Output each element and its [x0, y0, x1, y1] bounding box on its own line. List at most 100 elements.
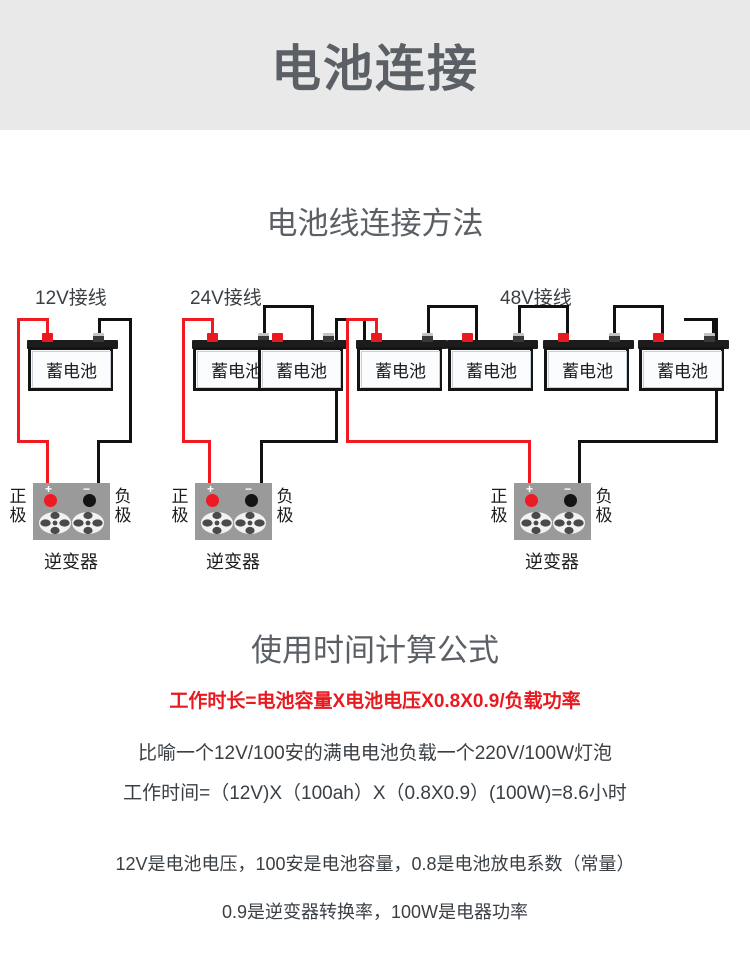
battery-negative-terminal	[323, 333, 334, 342]
battery-label: 蓄电池	[276, 362, 327, 381]
wire-24v-positive-top	[182, 318, 212, 321]
battery-positive-terminal	[371, 333, 382, 342]
battery-label-box: 蓄电池	[262, 351, 341, 388]
battery-label-box: 蓄电池	[452, 351, 531, 388]
battery-negative-terminal	[93, 333, 104, 342]
inverter-minus-sign: −	[564, 482, 572, 496]
formula-calculation: 工作时间=（12V)X（100ah）X（0.8X0.9）(100W)=8.6小时	[123, 783, 627, 804]
wire-12v-negative-right	[129, 318, 132, 440]
inverter-positive-port	[206, 494, 219, 507]
wire-24v-jumper-left	[263, 305, 266, 340]
battery-label: 蓄电池	[211, 362, 262, 381]
battery-48v-3: 蓄电池	[543, 332, 634, 392]
wire-48v-positive-bottom	[346, 440, 528, 443]
negative-pole-label-24v: 负极	[276, 487, 294, 525]
page-title: 电池连接	[271, 41, 479, 97]
group-label-12v: 12V接线	[35, 288, 107, 309]
wire-48v-jumper3-top	[613, 305, 661, 308]
inverter-caption-24v: 逆变器	[206, 552, 260, 572]
fan-icon	[520, 511, 552, 535]
battery-48v-1: 蓄电池	[356, 332, 447, 392]
battery-label: 蓄电池	[657, 362, 708, 381]
wire-48v-positive-left	[346, 318, 349, 440]
inverter-negative-port	[245, 494, 258, 507]
wire-48v-jumper1-top	[427, 305, 475, 308]
battery-label: 蓄电池	[375, 362, 426, 381]
battery-positive-terminal	[272, 333, 283, 342]
inverter-caption-48v: 逆变器	[525, 552, 579, 572]
wire-48v-jumper2-top	[518, 305, 566, 308]
formula-note-2: 0.9是逆变器转换率，100W是电器功率	[221, 902, 529, 922]
wire-48v-jumper2-left	[518, 305, 521, 340]
battery-positive-terminal	[558, 333, 569, 342]
inverter-plus-sign: +	[526, 482, 534, 496]
battery-negative-terminal	[609, 333, 620, 342]
page-header: 电池连接	[0, 0, 750, 130]
wire-24v-positive-bottom	[182, 440, 208, 443]
inverter-minus-sign: −	[83, 482, 91, 496]
negative-pole-label-48v: 负极	[595, 487, 613, 525]
wire-48v-jumper2-right	[566, 305, 569, 340]
battery-12v-1: 蓄电池	[27, 332, 118, 392]
wire-48v-positive-top	[346, 318, 376, 321]
fan-icon	[553, 511, 585, 535]
wire-48v-jumper1-left	[427, 305, 430, 340]
battery-wiring-diagram: 12V接线 24V接线 48V接线 蓄电池 + −	[0, 265, 750, 595]
battery-positive-terminal	[42, 333, 53, 342]
wire-12v-positive-bottom	[17, 440, 46, 443]
wire-24v-jumper-right	[311, 305, 314, 340]
battery-label: 蓄电池	[466, 362, 517, 381]
battery-negative-terminal	[513, 333, 524, 342]
diagram-section-title: 电池线连接方法	[266, 206, 484, 241]
battery-top-bar	[27, 340, 118, 349]
battery-top-bar	[356, 340, 447, 349]
wire-12v-positive-drop	[46, 440, 49, 485]
wire-12v-positive-stub	[46, 318, 49, 340]
group-label-24v: 24V接线	[190, 288, 262, 309]
battery-negative-terminal	[258, 333, 269, 342]
wire-24v-negative-stub	[363, 318, 366, 340]
wire-12v-positive-left	[17, 318, 20, 440]
wire-48v-jumper3-left	[613, 305, 616, 340]
formula-example: 比喻一个12V/100安的满电电池负载一个220V/100W灯泡	[137, 743, 613, 764]
wire-12v-negative-drop	[97, 440, 100, 485]
battery-48v-4: 蓄电池	[638, 332, 729, 392]
wire-24v-positive-stub	[211, 318, 214, 340]
wire-48v-jumper3-right	[661, 305, 664, 340]
battery-48v-2: 蓄电池	[447, 332, 538, 392]
positive-pole-label-24v: 正极	[171, 487, 189, 525]
wire-48v-positive-stub	[375, 318, 378, 340]
inverter-negative-port	[564, 494, 577, 507]
wire-24v-positive-left	[182, 318, 185, 440]
wire-48v-positive-drop	[528, 440, 531, 485]
group-label-48v: 48V接线	[500, 288, 572, 309]
battery-label: 蓄电池	[46, 362, 97, 381]
battery-label: 蓄电池	[562, 362, 613, 381]
inverter-plus-sign: +	[45, 482, 53, 496]
wire-12v-positive-top	[17, 318, 47, 321]
positive-pole-label-12v: 正极	[9, 487, 27, 525]
wire-24v-negative-bottom	[260, 440, 338, 443]
battery-negative-terminal	[422, 333, 433, 342]
battery-top-bar	[638, 340, 729, 349]
formula-note-1: 12V是电池电压，100安是电池容量，0.8是电池放电系数（常量）	[115, 854, 635, 874]
wire-24v-jumper-top	[263, 305, 311, 308]
wire-24v-positive-drop	[208, 440, 211, 485]
positive-pole-label-48v: 正极	[490, 487, 508, 525]
wire-48v-jumper1-right	[475, 305, 478, 340]
inverter-24v: + −	[195, 483, 272, 540]
inverter-caption-12v: 逆变器	[44, 552, 98, 572]
inverter-positive-port	[525, 494, 538, 507]
formula-section-title: 使用时间计算公式	[251, 633, 499, 668]
inverter-12v: + −	[33, 483, 110, 540]
battery-top-bar	[447, 340, 538, 349]
inverter-minus-sign: −	[245, 482, 253, 496]
fan-icon	[201, 511, 233, 535]
battery-top-bar	[543, 340, 634, 349]
fan-icon	[39, 511, 71, 535]
battery-negative-terminal	[704, 333, 715, 342]
wire-48v-negative-drop	[578, 440, 581, 485]
battery-positive-terminal	[653, 333, 664, 342]
fan-icon	[234, 511, 266, 535]
inverter-plus-sign: +	[207, 482, 215, 496]
